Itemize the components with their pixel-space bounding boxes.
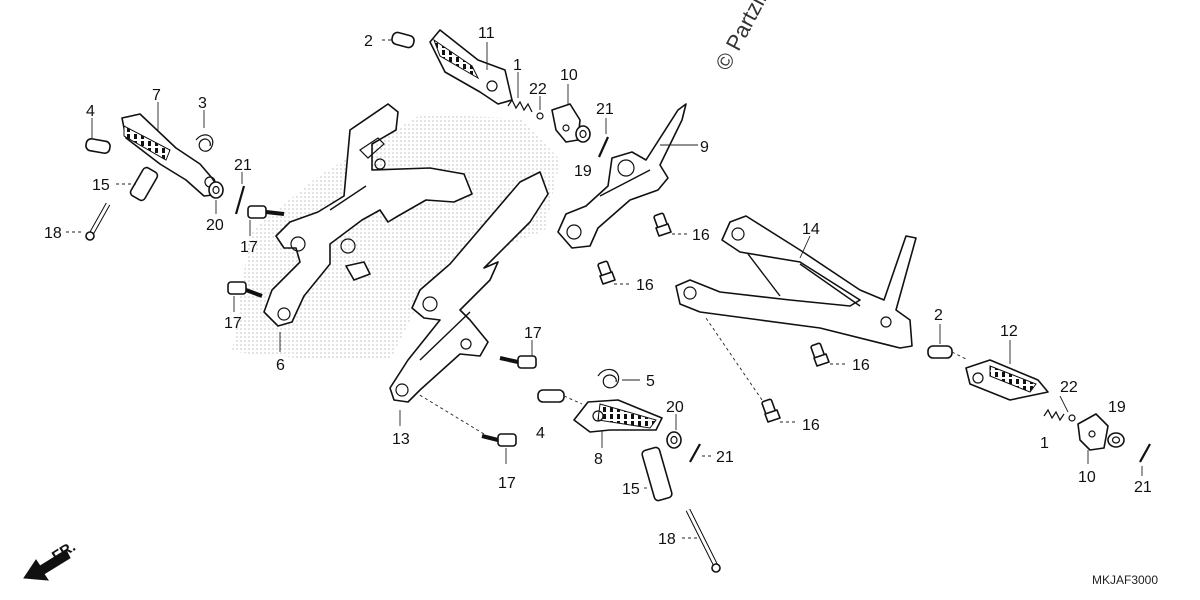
callout-2-right: 2 [934, 307, 943, 324]
callout-1-right: 1 [1040, 435, 1049, 452]
callout-10-right: 10 [1078, 469, 1096, 486]
bolt-part-16-c [810, 342, 846, 367]
bolt-part-16-d [705, 317, 796, 423]
callout-4-left: 4 [86, 103, 95, 120]
watermark: © Partzilla.com [710, 0, 802, 74]
callout-12: 12 [1000, 323, 1018, 340]
bolt-part-17-c [499, 340, 537, 369]
callout-6: 6 [276, 357, 285, 374]
washer-part-19-top [575, 125, 591, 143]
callout-22-top: 22 [529, 81, 547, 98]
callout-4-center: 4 [536, 425, 545, 442]
callout-15-center: 15 [622, 481, 640, 498]
callout-21-top: 21 [596, 101, 614, 118]
callout-11: 11 [478, 25, 495, 42]
pin-part-4-left [85, 118, 111, 155]
bolt-part-18-center [682, 508, 721, 573]
callout-21-left: 21 [234, 157, 252, 174]
pin-part-4-center [537, 389, 583, 405]
washer-part-20-left [208, 181, 224, 214]
footpeg-part-8 [573, 399, 663, 448]
bracket-part-13 [389, 171, 549, 426]
callout-7: 7 [152, 87, 161, 104]
bolt-part-17-b [227, 281, 263, 312]
bolt-part-16-b [597, 260, 630, 285]
callout-20-left: 20 [206, 217, 224, 234]
cotter-part-21-left [234, 172, 246, 215]
callout-20-center: 20 [666, 399, 684, 416]
sleeve-part-15-center [641, 446, 673, 502]
callout-21-right: 21 [1134, 479, 1152, 496]
spring-part-3 [195, 110, 214, 152]
bracket-part-9 [557, 103, 698, 249]
callout-15-left: 15 [92, 177, 110, 194]
bolt-part-17-a [247, 205, 285, 236]
bracket-part-6 [263, 103, 473, 352]
bolt-part-18-left [66, 202, 111, 241]
sleeve-part-15-left [116, 166, 159, 202]
cotter-part-21-center [689, 443, 714, 463]
spring-part-1-right [1043, 395, 1076, 422]
pin-part-2-top [382, 31, 415, 49]
callout-17-c: 17 [524, 325, 542, 342]
bolt-part-16-a [653, 212, 688, 237]
callout-18-center: 18 [658, 531, 676, 548]
washer-part-19-right [1107, 432, 1125, 448]
callouts: 2 11 1 22 10 21 19 9 16 16 14 16 16 2 12… [44, 25, 1158, 587]
bolt-part-17-d [417, 393, 517, 464]
callout-16-b: 16 [636, 277, 654, 294]
callout-16-d: 16 [802, 417, 820, 434]
callout-17-a: 17 [240, 239, 258, 256]
footpeg-part-11 [429, 29, 513, 105]
callout-17-b: 17 [224, 315, 242, 332]
pin-part-2-right [927, 324, 969, 361]
callout-19-right: 19 [1108, 399, 1126, 416]
callout-14: 14 [802, 221, 820, 238]
callout-2-top: 2 [364, 33, 373, 50]
footpeg-part-12 [965, 340, 1049, 401]
washer-part-20-center [666, 414, 682, 449]
callout-19-top: 19 [574, 163, 592, 180]
cotter-part-21-top [597, 118, 610, 158]
front-direction-arrow [23, 549, 71, 581]
callout-5: 5 [646, 373, 655, 390]
spring-part-1-top [507, 72, 544, 120]
callout-16-c: 16 [852, 357, 870, 374]
bracket-part-14 [675, 215, 917, 349]
callout-16-a: 16 [692, 227, 710, 244]
callout-21-center: 21 [716, 449, 734, 466]
cotter-part-21-right [1139, 443, 1151, 476]
callout-22-right: 22 [1060, 379, 1078, 396]
plate-part-10-top [551, 84, 581, 143]
plate-part-10-right [1077, 413, 1109, 464]
callout-3: 3 [198, 95, 207, 112]
callout-13: 13 [392, 431, 410, 448]
callout-18-left: 18 [44, 225, 62, 242]
callout-10-top: 10 [560, 67, 578, 84]
dotted-region [232, 115, 560, 360]
callout-17-d: 17 [498, 475, 516, 492]
spring-part-5 [597, 368, 640, 389]
callout-9: 9 [700, 139, 709, 156]
callout-8: 8 [594, 451, 603, 468]
callout-1-top: 1 [513, 57, 522, 74]
diagram-code: MKJAF3000 [1092, 573, 1158, 587]
